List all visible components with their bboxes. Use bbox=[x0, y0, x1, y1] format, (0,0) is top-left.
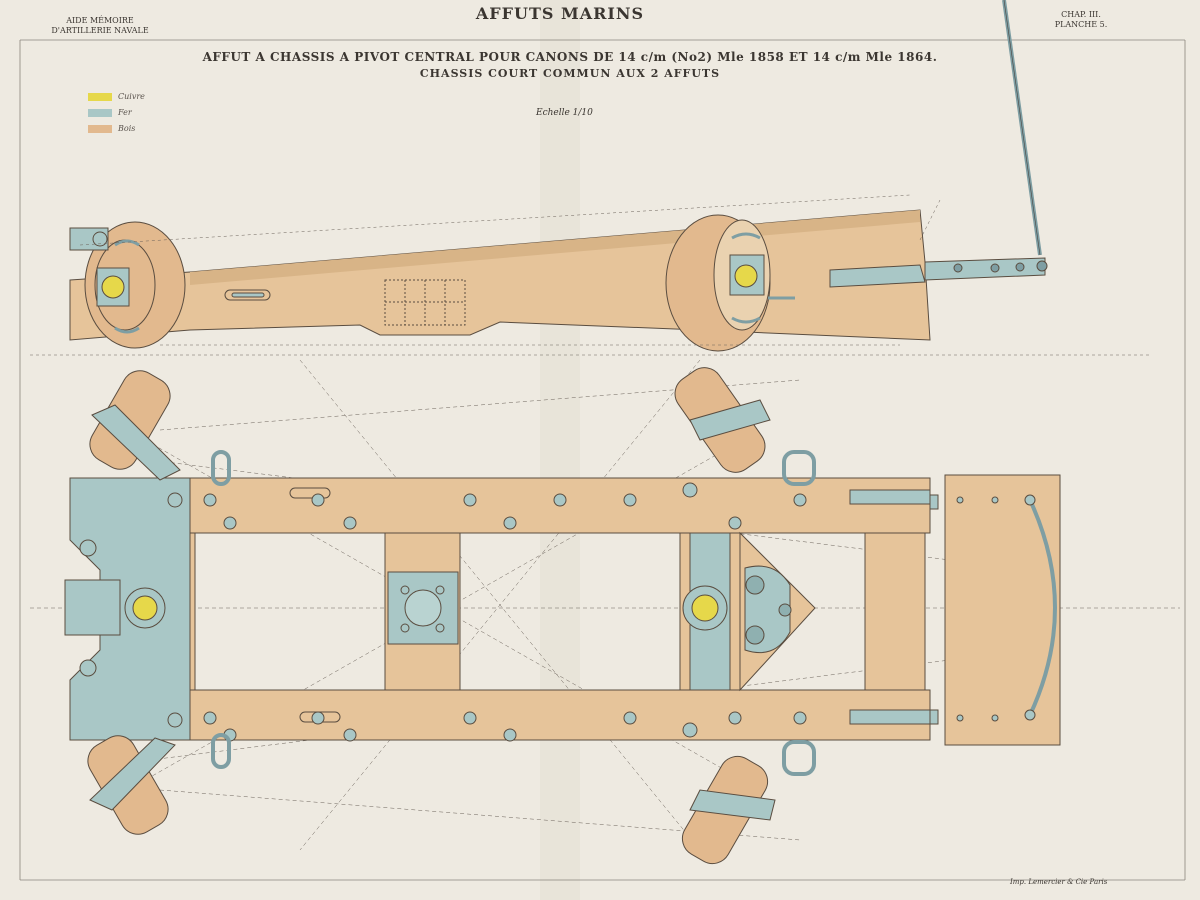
legend-label-fer: Fer bbox=[118, 108, 132, 117]
legend-item-cuivre: Cuivre bbox=[88, 92, 145, 101]
plan-rear-plank bbox=[944, 474, 1061, 746]
plan-left-copper-plate bbox=[64, 579, 121, 636]
plan-bottom-right-strap bbox=[849, 709, 931, 725]
header-left-note: AIDE MÉMOIRE D'ARTILLERIE NAVALE bbox=[50, 16, 150, 36]
left-note-line1: AIDE MÉMOIRE bbox=[66, 16, 134, 25]
legend-swatch-cuivre bbox=[88, 92, 112, 101]
legend-swatch-bois bbox=[88, 124, 112, 133]
plan-wheel-iron-bottom-left bbox=[89, 737, 176, 811]
plan-view bbox=[30, 359, 1180, 865]
plan-right-crosspiece bbox=[864, 532, 926, 691]
right-note-line2: PLANCHE 5. bbox=[1054, 20, 1108, 29]
plan-bottom-left-ring bbox=[211, 733, 231, 769]
subtitle-line1: AFFUT A CHASSIS A PIVOT CENTRAL POUR CAN… bbox=[202, 50, 938, 64]
paper-fold-shadow bbox=[540, 0, 580, 900]
left-note-line2: D'ARTILLERIE NAVALE bbox=[51, 26, 149, 35]
plan-bottom-right-ring bbox=[782, 740, 816, 776]
plan-wheel-iron-top-right bbox=[689, 399, 771, 441]
plan-wheel-iron-bottom-right bbox=[689, 789, 776, 821]
side-elevation bbox=[69, 209, 1048, 352]
legend-label-cuivre: Cuivre bbox=[118, 92, 145, 101]
plan-top-left-ring bbox=[211, 450, 231, 486]
side-dimensions bbox=[30, 194, 1150, 356]
plan-top-slot bbox=[289, 487, 331, 499]
legend-label-bois: Bois bbox=[118, 124, 136, 133]
right-note-line1: CHAP. III. bbox=[1061, 10, 1101, 19]
plan-top-right-ring bbox=[782, 450, 816, 486]
subtitle-line2: CHASSIS COURT COMMUN AUX 2 AFFUTS bbox=[419, 67, 721, 80]
legend-swatch-fer bbox=[88, 108, 112, 117]
header-right-note: CHAP. III. PLANCHE 5. bbox=[1036, 10, 1126, 30]
legend-item-fer: Fer bbox=[88, 108, 132, 117]
scale-label: Echelle 1/10 bbox=[536, 108, 593, 118]
side-left-wheel bbox=[84, 221, 186, 349]
printer-credit: Imp. Lemercier & Cie Paris bbox=[1010, 878, 1108, 886]
plan-rear-rope bbox=[1028, 499, 1057, 716]
legend-item-bois: Bois bbox=[88, 124, 135, 133]
plan-wheel-iron-top-left bbox=[91, 404, 181, 481]
plan-bolts bbox=[79, 482, 999, 742]
plan-top-right-strap bbox=[849, 489, 931, 505]
header-title: AFFUTS MARINS bbox=[475, 4, 645, 23]
side-right-fitting bbox=[829, 264, 926, 288]
